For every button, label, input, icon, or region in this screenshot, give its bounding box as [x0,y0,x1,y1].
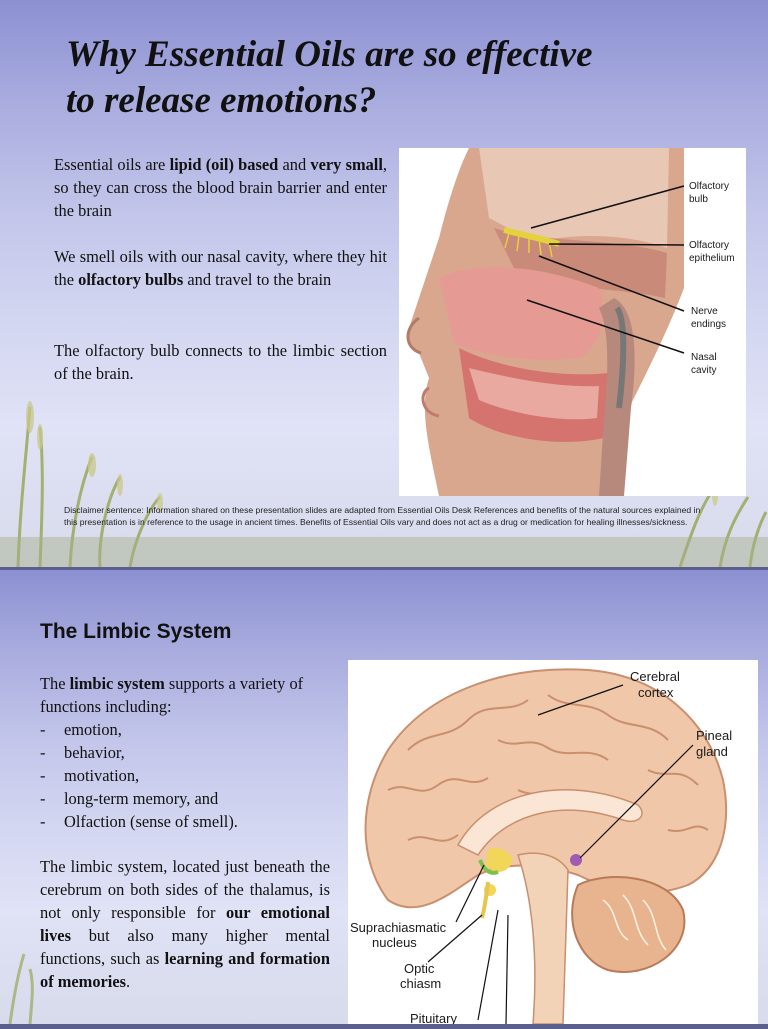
bold-text: lipid (oil) based [169,155,279,174]
text: The [40,674,70,693]
list-item: -emotion, [40,718,238,741]
text: Essential oils are [54,155,170,174]
list-dash: - [40,812,46,831]
disclaimer-text: Disclaimer sentence: Information shared … [64,505,701,527]
label-nasal-cavity-2: cavity [691,365,717,376]
label-nerve-endings-2: endings [691,319,726,330]
bold-text: very small [310,155,383,174]
bold-text: our emotional lives [40,903,330,945]
bold-text: limbic system [69,674,165,693]
list-dash: - [40,720,46,739]
text: supports a variety of functions includin… [40,674,304,716]
olfactory-diagram: Olfactory bulb Olfactory epithelium Nerv… [399,148,746,496]
slide-title: Why Essential Oils are so effective to r… [66,32,593,124]
list-item-text: Olfaction (sense of smell). [64,812,238,831]
label-olfactory-bulb-2: bulb [689,194,708,205]
text: . [126,972,131,991]
slide-title: The Limbic System [40,620,232,643]
list-item: -Olfaction (sense of smell). [40,810,238,833]
label-olfactory-bulb-1: Olfactory [689,181,729,192]
label-optic-chiasm-2: chiasm [400,976,441,991]
list-dash: - [40,743,46,762]
text: , so they can cross the blood brain barr… [54,155,388,220]
paragraph-nasal: We smell oils with our nasal cavity, whe… [54,245,387,291]
label-nerve-endings-1: Nerve [691,306,718,317]
label-olfactory-epithelium-1: Olfactory [689,240,729,251]
slide-essential-oils: Why Essential Oils are so effective to r… [0,0,768,567]
brain-sagittal-illustration: Cerebral cortex Pineal gland Suprachiasm… [350,668,732,1026]
list-item-text: long-term memory, and [64,789,219,808]
label-suprachiasmatic-2: nucleus [372,935,417,950]
list-item-text: behavior, [64,743,125,762]
bold-text: olfactory bulbs [78,270,184,289]
title-line-1: Why Essential Oils are so effective [66,34,593,75]
label-nasal-cavity-1: Nasal [691,352,717,363]
paragraph-limbic-connection: The olfactory bulb connects to the limbi… [54,341,387,383]
title-line-2: to release emotions? [66,80,377,121]
paragraph-limbic-description: The limbic system, located just beneath … [40,855,330,993]
text: The limbic system, located just beneath … [40,857,330,922]
list-item: -behavior, [40,741,238,764]
label-suprachiasmatic-1: Suprachiasmatic [350,920,447,935]
text: and [278,155,311,174]
list-item-text: motivation, [64,766,140,785]
label-pituitary: Pituitary [410,1011,457,1024]
list-dash: - [40,766,46,785]
functions-list: -emotion, -behavior, -motivation, -long-… [40,718,238,833]
brain-diagram: Cerebral cortex Pineal gland Suprachiasm… [348,660,758,1026]
label-cerebral-cortex-1: Cerebral [630,669,680,684]
text: but also many higher mental functions, s… [40,926,330,968]
text: and travel to the brain [183,270,332,289]
list-item: -long-term memory, and [40,787,238,810]
paragraph-limbic-intro: The limbic system supports a variety of … [40,672,330,718]
bold-text: learning and formation of memories [40,949,330,991]
text: We smell oils with our nasal cavity, whe… [54,247,387,289]
list-dash: - [40,789,46,808]
paragraph-lipid: Essential oils are lipid (oil) based and… [54,153,387,222]
label-pineal-gland-2: gland [696,744,728,759]
label-olfactory-epithelium-2: epithelium [689,253,735,264]
label-optic-chiasm-1: Optic [404,961,435,976]
list-item: -motivation, [40,764,238,787]
label-pineal-gland-1: Pineal [696,728,732,743]
list-item-text: emotion, [64,720,122,739]
label-cerebral-cortex-2: cortex [638,685,674,700]
head-crosssection-illustration: Olfactory bulb Olfactory epithelium Nerv… [406,148,735,496]
